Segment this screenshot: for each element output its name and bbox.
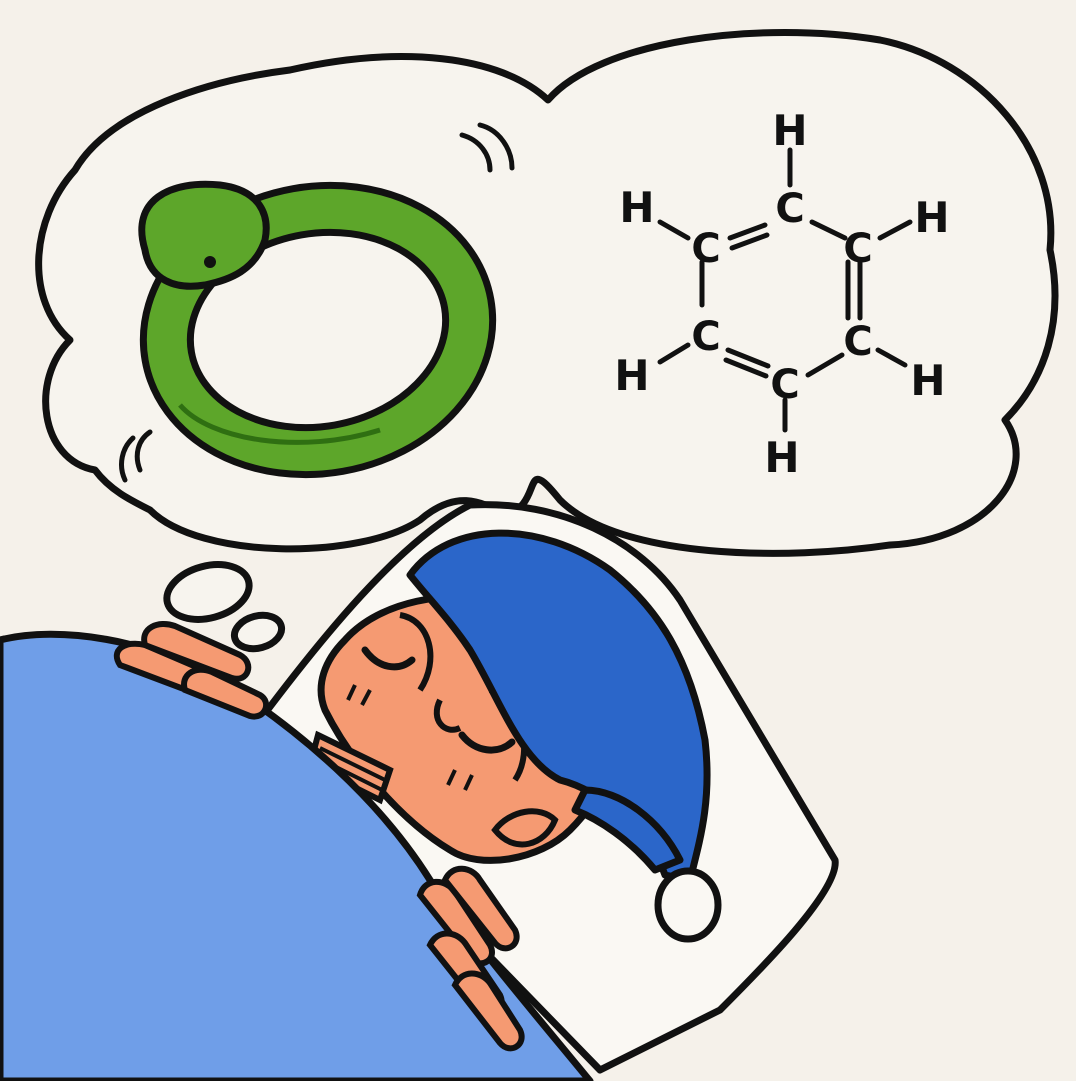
atom-c-upper-left: C: [691, 226, 720, 272]
finger-5: [441, 865, 520, 952]
atom-h-top: H: [772, 106, 807, 155]
atom-h-lower-left: H: [614, 351, 649, 400]
eyelid-line-left: [399, 612, 434, 692]
snake-head: [138, 180, 270, 290]
benzene-formula: H C H C C H H C C H C H: [614, 106, 949, 482]
atom-c-top: C: [775, 186, 804, 232]
nose: [433, 698, 462, 733]
nightcap-fold: [571, 786, 684, 874]
closed-eye-right: [458, 731, 516, 754]
atom-c-bottom: C: [770, 362, 799, 408]
snake-biting-tail-icon: [119, 122, 515, 483]
finger-7: [451, 970, 525, 1052]
finger-2: [141, 621, 252, 682]
thought-bubble: [35, 29, 1059, 653]
finger-3: [181, 666, 270, 720]
mouth: [491, 808, 559, 848]
nightcap-pompom: [654, 867, 722, 943]
nightcap: [406, 529, 722, 943]
motion-lines-bottom: [119, 429, 153, 483]
snake-body: [146, 188, 490, 472]
thought-cloud: [35, 29, 1059, 557]
hand-right: [416, 865, 525, 1052]
cheek-lines: [346, 684, 474, 791]
bond-lines: [657, 147, 913, 433]
snake-highlight: [178, 403, 381, 445]
hand-left: [113, 621, 270, 720]
snake-eye: [204, 256, 216, 268]
atom-h-lower-right: H: [910, 356, 945, 405]
closed-eye-left: [361, 646, 416, 671]
atom-c-upper-right: C: [843, 226, 872, 272]
nightcap-body: [406, 529, 711, 884]
atom-h-upper-right: H: [914, 193, 949, 242]
atom-h-upper-left: H: [619, 183, 654, 232]
atom-h-bottom: H: [764, 433, 799, 482]
motion-lines-top: [459, 122, 515, 173]
atom-c-lower-right: C: [843, 319, 872, 365]
thought-dot-small: [230, 611, 286, 653]
thought-dot-large: [163, 561, 253, 623]
atom-c-lower-left: C: [691, 314, 720, 360]
blanket: [0, 630, 594, 1081]
